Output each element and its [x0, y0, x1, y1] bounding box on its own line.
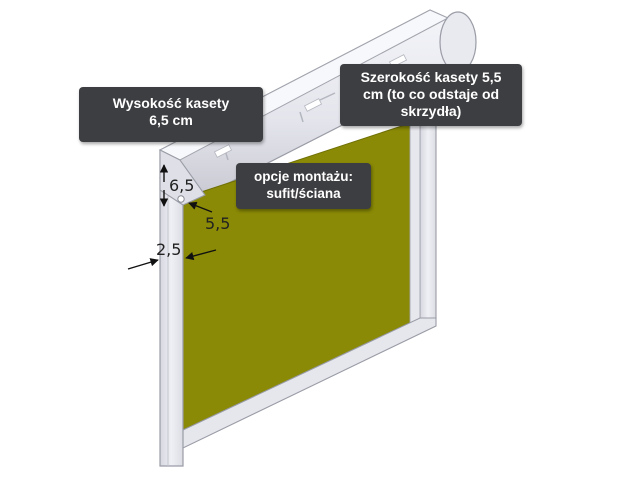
cassette-end-cap	[159, 149, 206, 206]
callout-cassette-height-line1: Wysokość kasety	[112, 95, 230, 111]
callout-mounting-options-line1: opcje montażu:	[253, 169, 353, 184]
rail-arrow-left	[127, 258, 159, 270]
callout-cassette-width-line3: skrzydła)	[400, 103, 462, 119]
width-arrow	[188, 201, 213, 213]
rail-arrow-right	[185, 249, 217, 261]
dimension-label-cassette-width: 5,5	[205, 214, 231, 233]
callout-mounting-options: opcje montażu: sufit/ściana	[236, 163, 371, 209]
callout-cassette-width: Szerokość kasety 5,5 cm (to co odstaje o…	[340, 64, 522, 126]
dimension-label-cassette-height: 6,5	[169, 176, 195, 195]
callout-mounting-options-line2: sufit/ściana	[266, 186, 341, 201]
callout-cassette-height: Wysokość kasety 6,5 cm	[79, 87, 263, 142]
callout-cassette-width-line2: cm (to co odstaje od	[362, 86, 500, 102]
dimension-arrows	[127, 164, 217, 270]
callout-cassette-height-line2: 6,5 cm	[149, 112, 193, 128]
dimension-label-rail-width: 2,5	[156, 240, 182, 259]
left-side-rail	[159, 177, 184, 467]
right-side-rail	[409, 111, 437, 332]
callout-cassette-width-line1: Szerokość kasety 5,5	[360, 69, 502, 85]
